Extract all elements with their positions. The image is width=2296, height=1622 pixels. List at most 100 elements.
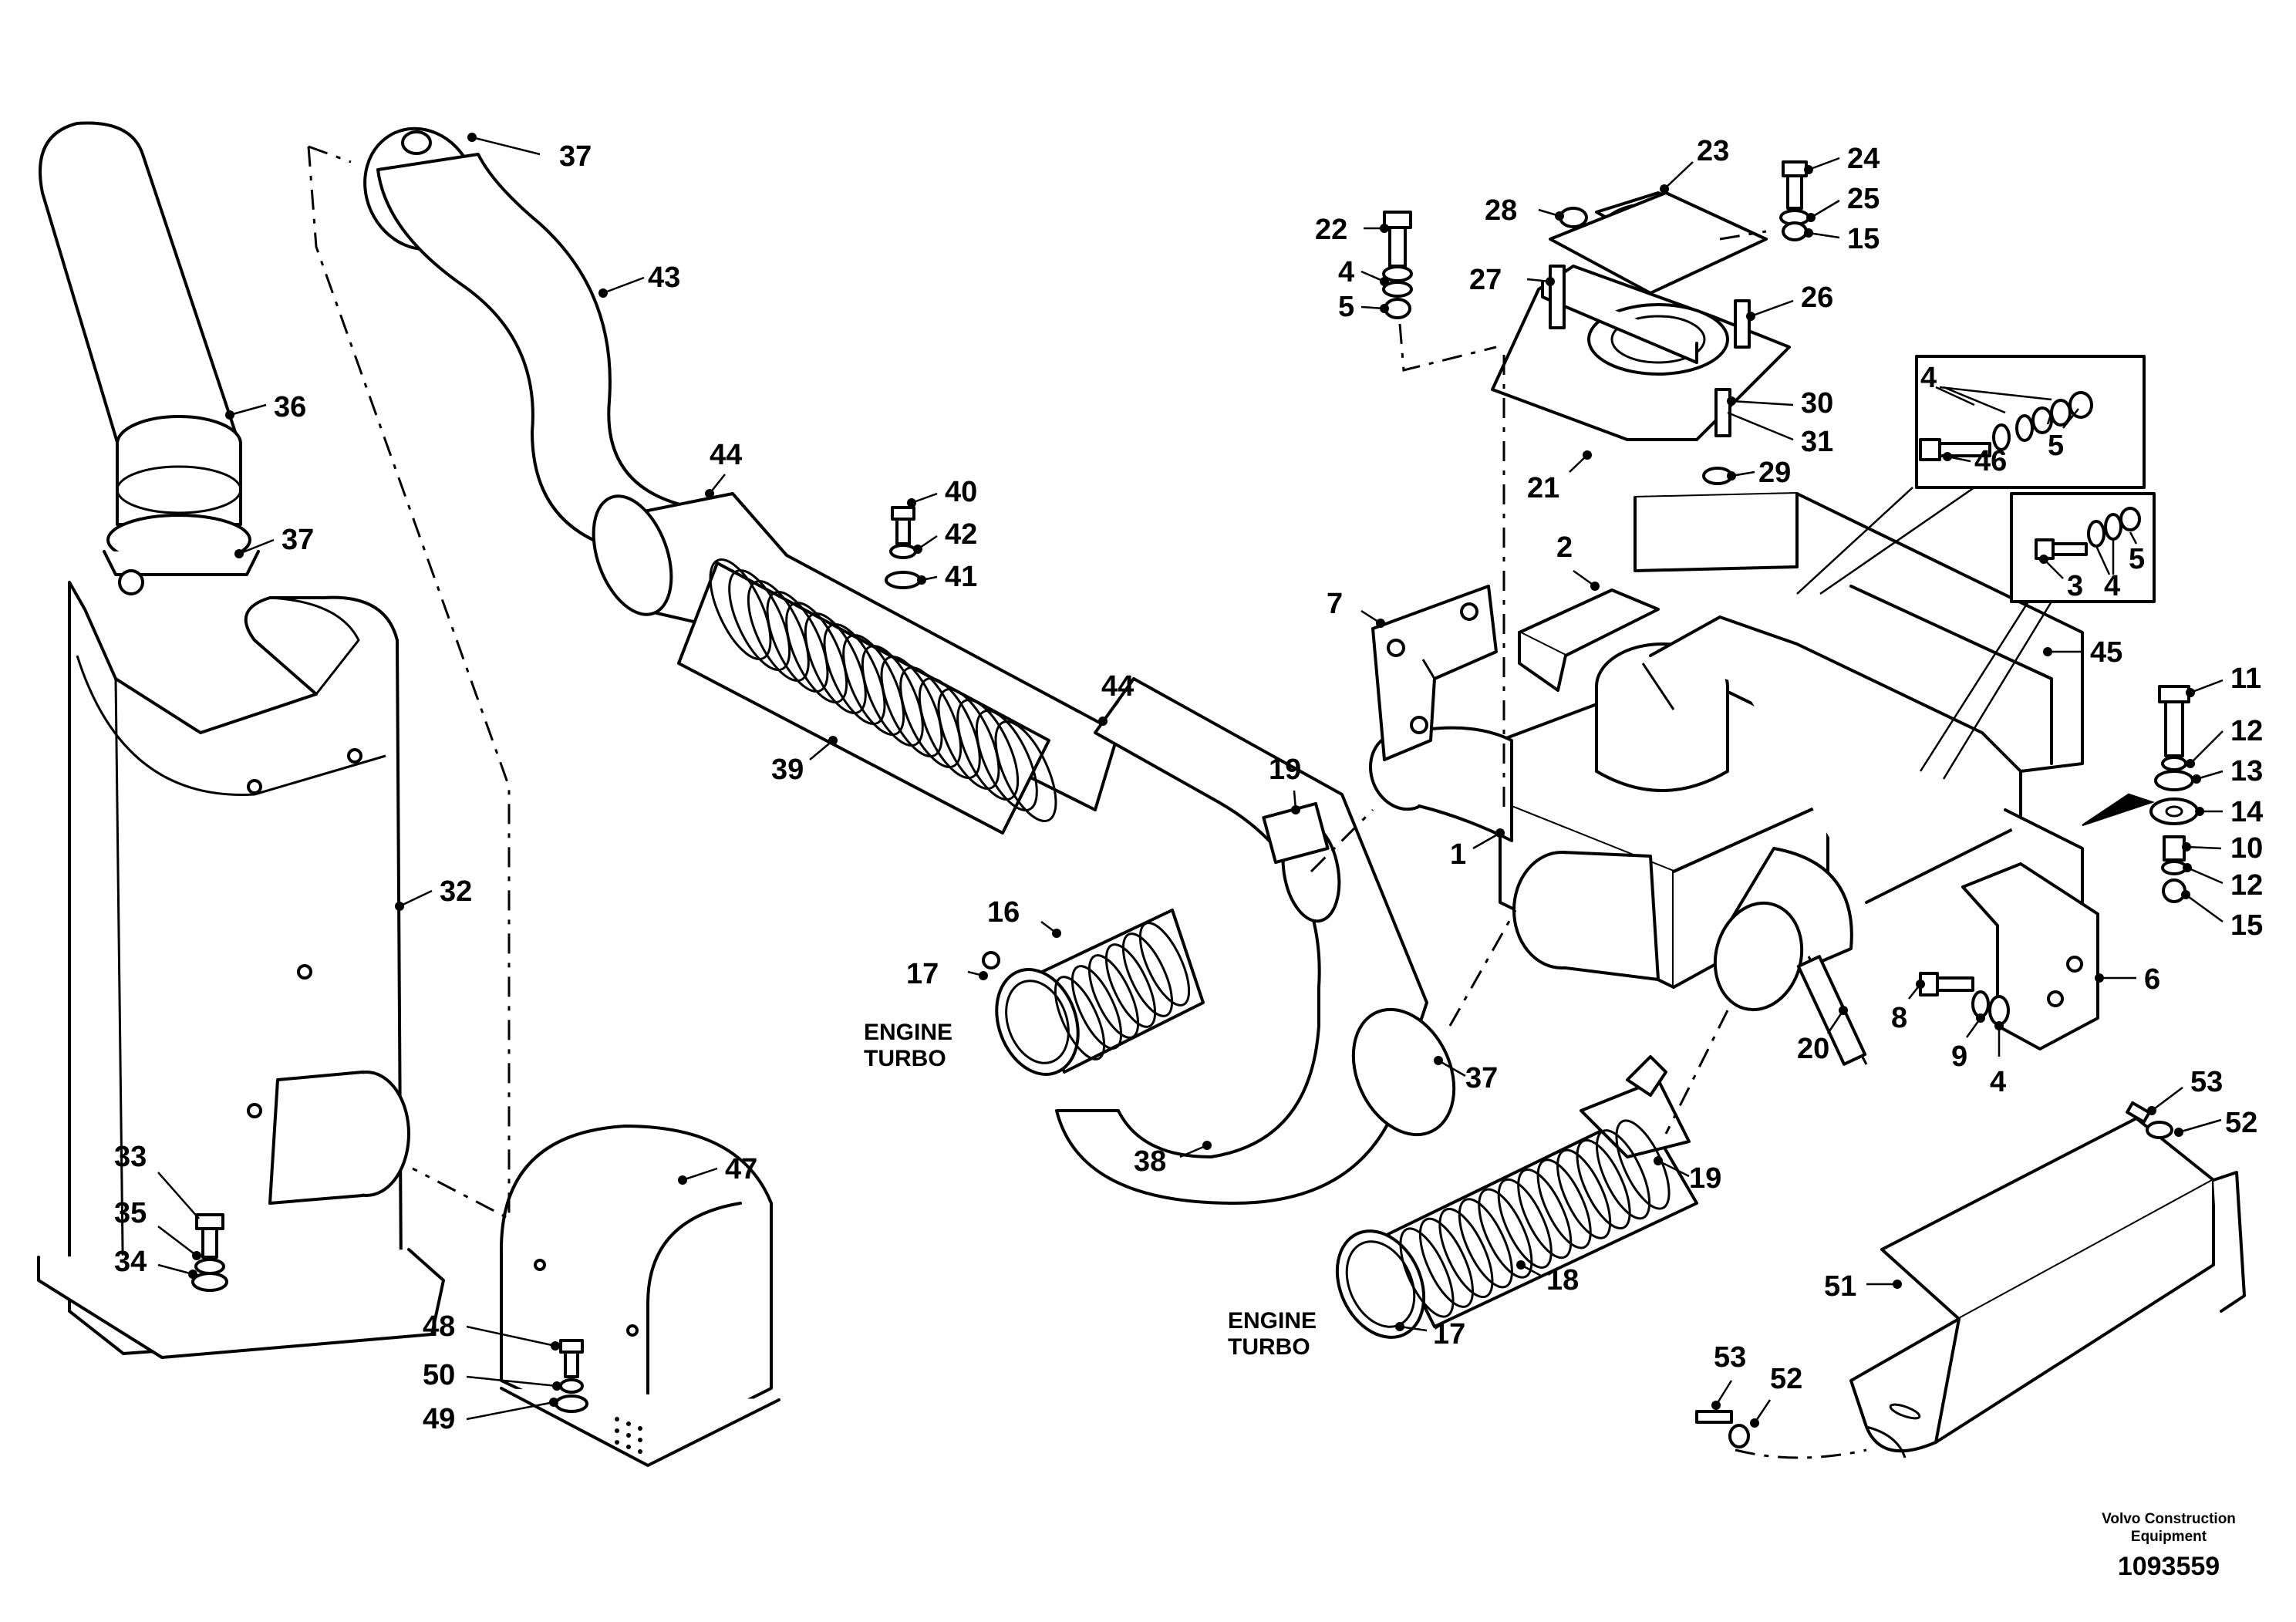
callout-52-upper: 52 <box>2174 1107 2257 1139</box>
callout-label: 12 <box>2230 715 2263 747</box>
callout-4-box3: 4 <box>2095 540 2120 602</box>
callout-label: 51 <box>1824 1270 1856 1303</box>
engine-turbo-note-lower-line1: ENGINE <box>1228 1308 1317 1334</box>
callout-46: 46 <box>1943 445 2007 477</box>
callout-12-upper: 12 <box>2186 715 2263 768</box>
valve-housing <box>1368 642 1868 1066</box>
callout-label: 30 <box>1801 387 1833 420</box>
callout-27: 27 <box>1469 264 1555 296</box>
callout-35: 35 <box>114 1197 201 1260</box>
callout-15-top: 15 <box>1804 223 1880 255</box>
callout-2: 2 <box>1556 531 1600 591</box>
callout-52-lower: 52 <box>1750 1363 1802 1428</box>
callout-label: 12 <box>2230 869 2263 902</box>
callout-label: 4 <box>1990 1066 2006 1098</box>
callout-label: 7 <box>1327 588 1343 620</box>
bolt-40-41-42 <box>885 506 922 589</box>
callout-8: 8 <box>1891 980 1925 1034</box>
callout-label: 6 <box>2144 963 2160 996</box>
callout-label: 22 <box>1315 214 1347 246</box>
callout-label: 26 <box>1801 282 1833 314</box>
callout-24: 24 <box>1804 143 1880 175</box>
publisher-credit-line2: Equipment <box>2131 1529 2207 1545</box>
callout-12-lower: 12 <box>2183 863 2263 902</box>
guard-cover-47 <box>500 1125 781 1467</box>
callout-label: 25 <box>1847 183 1880 215</box>
callout-label: 27 <box>1469 264 1502 296</box>
callout-label: 45 <box>2090 636 2122 669</box>
callout-label: 47 <box>725 1153 757 1185</box>
callout-34: 34 <box>114 1246 197 1279</box>
callout-37-mid: 37 <box>234 524 314 558</box>
callout-label: 16 <box>987 896 1020 929</box>
callout-38: 38 <box>1134 1141 1212 1178</box>
callout-label: 46 <box>1974 445 2007 477</box>
callout-label: 37 <box>559 140 592 173</box>
callout-label: 19 <box>1689 1162 1721 1195</box>
callout-label: 53 <box>2190 1066 2223 1098</box>
callout-3: 3 <box>2039 555 2083 602</box>
callout-37-top: 37 <box>467 133 592 173</box>
callout-39: 39 <box>771 736 838 786</box>
callout-label: 52 <box>1770 1363 1802 1395</box>
callout-label: 2 <box>1556 531 1573 564</box>
callout-label: 8 <box>1891 1002 1907 1034</box>
callout-label: 11 <box>2230 663 2261 695</box>
callout-33: 33 <box>114 1141 200 1219</box>
callout-32: 32 <box>395 875 472 911</box>
callout-label: 50 <box>423 1359 455 1391</box>
callout-17-lower: 17 <box>1395 1318 1465 1351</box>
callout-label: 33 <box>114 1141 147 1173</box>
bellows-16-rings <box>1054 922 1191 1061</box>
callout-22: 22 <box>1315 214 1389 246</box>
callout-label: 31 <box>1801 426 1833 458</box>
callout-label: 44 <box>710 439 742 471</box>
callout-21: 21 <box>1527 450 1592 504</box>
routing-lines <box>307 145 1867 1459</box>
callout-40: 40 <box>907 476 977 508</box>
callout-label: 23 <box>1697 135 1729 167</box>
callout-label: 48 <box>423 1310 455 1343</box>
callout-11: 11 <box>2186 663 2261 697</box>
callout-label: 15 <box>1847 223 1880 255</box>
callout-label: 1 <box>1450 838 1466 871</box>
callout-51: 51 <box>1824 1270 1902 1303</box>
callout-label: 5 <box>1338 291 1354 323</box>
bellows-18-rings <box>1399 1119 1671 1318</box>
callout-label: 49 <box>423 1403 455 1435</box>
callout-26: 26 <box>1746 282 1833 321</box>
callout-label: 5 <box>2048 430 2064 462</box>
callout-label: 9 <box>1951 1040 1967 1073</box>
callout-label: 29 <box>1758 457 1791 489</box>
callout-label: 32 <box>440 875 472 908</box>
callout-label: 41 <box>945 561 977 593</box>
callout-49: 49 <box>423 1398 558 1435</box>
callout-4-box46: 4 <box>1920 362 2052 414</box>
detail-box-46 <box>1796 355 2146 595</box>
callout-label: 53 <box>1714 1341 1746 1374</box>
callout-6: 6 <box>2095 963 2160 996</box>
callout-43: 43 <box>598 261 680 298</box>
air-cleaner-assembly <box>37 121 445 1359</box>
callout-label: 4 <box>1920 362 1937 394</box>
callout-17-upper: 17 <box>906 958 988 990</box>
callout-1: 1 <box>1450 828 1505 871</box>
callout-label: 24 <box>1847 143 1880 175</box>
callout-label: 34 <box>114 1246 147 1278</box>
callout-42: 42 <box>913 518 977 554</box>
callout-50: 50 <box>423 1359 561 1391</box>
callout-13: 13 <box>2192 755 2263 787</box>
callout-label: 37 <box>282 524 314 556</box>
callout-9: 9 <box>1951 1013 1985 1073</box>
callout-15-lower: 15 <box>2181 890 2263 942</box>
callout-label: 36 <box>274 391 306 423</box>
callout-19-upper: 19 <box>1269 754 1301 814</box>
detail-box-3 <box>1919 492 2156 780</box>
callout-label: 52 <box>2225 1107 2257 1139</box>
guard-cover-51 <box>1695 1101 2246 1458</box>
callout-label: 44 <box>1101 670 1134 703</box>
callout-label: 5 <box>2129 543 2145 575</box>
callout-25: 25 <box>1806 183 1880 222</box>
callout-7: 7 <box>1327 588 1385 628</box>
